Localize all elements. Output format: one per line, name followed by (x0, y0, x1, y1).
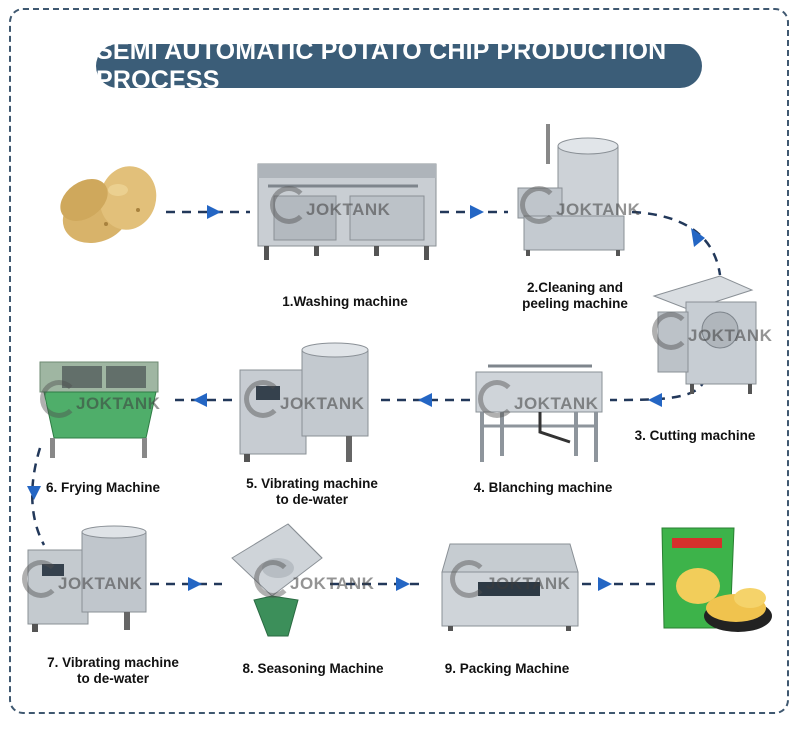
dashed-border-frame (9, 8, 789, 714)
watermark-text: JOKTANK (556, 200, 641, 219)
step-2-label: 2.Cleaning and peeling machine (500, 280, 650, 312)
arrowhead-6 (193, 393, 207, 407)
step-1-line1: 1.Washing machine (282, 294, 408, 309)
watermark-text: JOKTANK (306, 200, 391, 219)
arrowhead-5 (418, 393, 432, 407)
step-4-line1: 4. Blanching machine (473, 480, 613, 495)
logo-mark (520, 186, 558, 224)
logo-mark (22, 560, 60, 598)
arrowhead-8 (188, 577, 202, 591)
logo-mark (40, 380, 78, 418)
watermark-text: JOKTANK (76, 394, 161, 413)
logo-mark (244, 380, 282, 418)
step-5-label: 5. Vibrating machine to de-water (234, 476, 390, 508)
logo-mark (478, 380, 516, 418)
arrow-frying-to-vibrating2 (31, 447, 46, 546)
logo-mark (270, 186, 308, 224)
step-6-line1: 6. Frying Machine (45, 480, 161, 495)
step-3-line1: 3. Cutting machine (634, 428, 756, 443)
page-title: SEMI AUTOMATIC POTATO CHIP PRODUCTION PR… (96, 37, 667, 94)
step-2-line1: 2.Cleaning and (526, 280, 624, 295)
potatoes-image (60, 166, 157, 244)
logo-mark (450, 560, 488, 598)
step-7-line1: 7. Vibrating machine (47, 655, 179, 670)
arrowhead-4 (648, 393, 662, 407)
logo-mark (652, 312, 690, 350)
step-8-line1: 8. Seasoning Machine (242, 661, 384, 676)
watermark-text: JOKTANK (58, 574, 143, 593)
step-4-label: 4. Blanching machine (458, 480, 628, 496)
watermark-text: JOKTANK (486, 574, 571, 593)
watermark-text: JOKTANK (514, 394, 599, 413)
watermark-text: JOKTANK (280, 394, 365, 413)
cutting-machine-image (652, 275, 757, 394)
step-6-label: 6. Frying Machine (28, 480, 178, 496)
title-banner: SEMI AUTOMATIC POTATO CHIP PRODUCTION PR… (96, 37, 702, 94)
arrow-peeling-to-cutting (631, 210, 722, 276)
logo-mark (254, 560, 292, 598)
potato-chips-image (661, 527, 772, 632)
step-3-label: 3. Cutting machine (620, 428, 770, 444)
step-8-label: 8. Seasoning Machine (228, 661, 398, 677)
arrowhead-9 (396, 577, 410, 591)
arrowhead-1 (207, 205, 221, 219)
step-7-label: 7. Vibrating machine to de-water (28, 655, 198, 687)
step-1-label: 1.Washing machine (270, 294, 420, 310)
step-7-line2: to de-water (76, 671, 149, 686)
step-9-label: 9. Packing Machine (432, 661, 582, 677)
step-2-line2: peeling machine (522, 296, 628, 311)
arrowhead-3 (691, 228, 705, 247)
step-5-line1: 5. Vibrating machine (246, 476, 378, 491)
watermark-text: JOKTANK (290, 574, 375, 593)
watermark-text: JOKTANK (688, 326, 773, 345)
arrowhead-2 (470, 205, 484, 219)
step-9-line1: 9. Packing Machine (444, 661, 570, 676)
step-5-line2: to de-water (275, 492, 348, 507)
arrowhead-7 (27, 486, 41, 500)
arrowhead-10 (598, 577, 612, 591)
